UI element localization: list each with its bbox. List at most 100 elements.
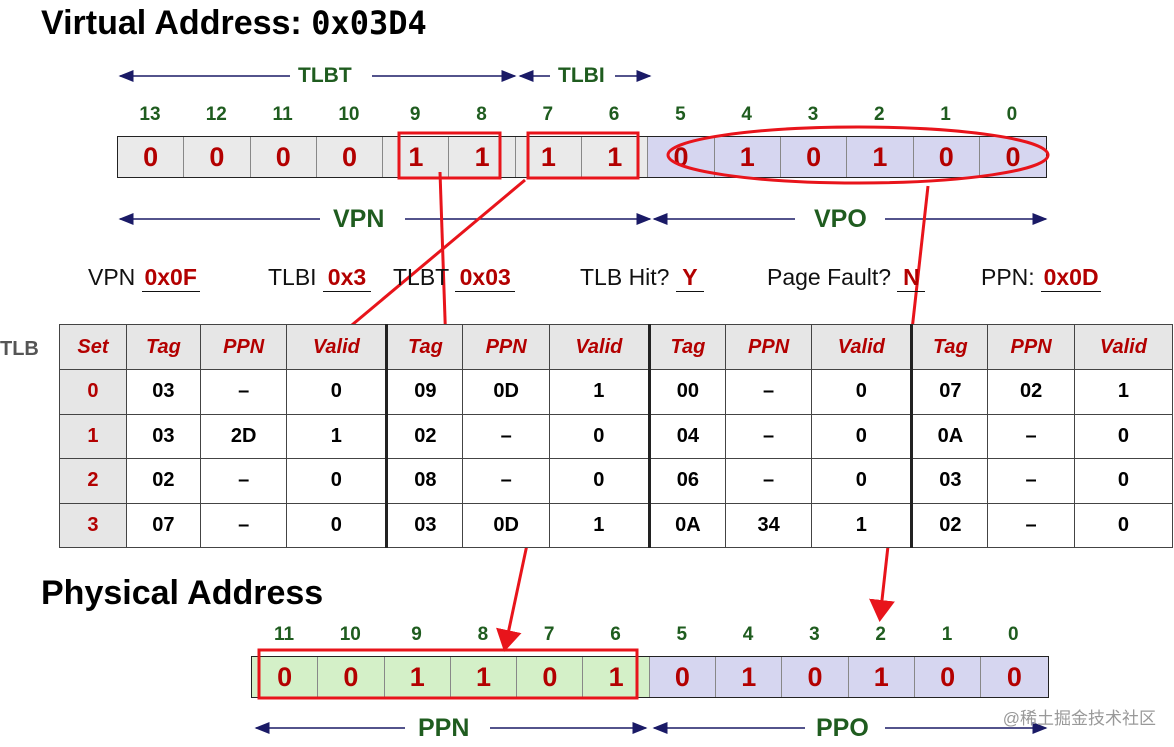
- tlb-cell: 0A: [910, 413, 989, 459]
- virtual-bit-cell: 1: [847, 137, 914, 177]
- virtual-bit-cell: 0: [780, 137, 848, 177]
- field-page-fault-value: N: [897, 264, 926, 292]
- virtual-bit-index: 3: [807, 104, 819, 125]
- virtual-address-title: Virtual Address: 0x03D4: [41, 4, 427, 43]
- tlb-cell: 02: [125, 458, 201, 504]
- tlb-set-cell: 0: [59, 369, 127, 415]
- tlb-cell: 0: [811, 413, 913, 459]
- tlb-header-cell: PPN: [724, 324, 813, 370]
- virtual-bit-cell: 0: [913, 137, 980, 177]
- tlb-cell: –: [724, 369, 813, 415]
- tlb-cell: 0: [811, 369, 913, 415]
- virtual-bit-cell: 1: [449, 137, 516, 177]
- virtual-bit-index: 9: [409, 104, 421, 125]
- field-tlbt: TLBT 0x03: [393, 264, 516, 292]
- physical-address-title: Physical Address: [41, 574, 324, 612]
- physical-bit-index: 1: [941, 624, 953, 645]
- ppn-to-physical-arrow: [496, 539, 530, 652]
- field-tlbi-value: 0x3: [322, 264, 371, 292]
- tlb-header-cell: Tag: [125, 324, 201, 370]
- tlb-cell: 0A: [647, 502, 726, 548]
- tlb-cell: 1: [548, 369, 650, 415]
- field-tlbt-value: 0x03: [455, 264, 516, 292]
- virtual-bit-index: 1: [940, 104, 951, 125]
- field-tlbi-label: TLBI: [268, 264, 317, 290]
- tlbt-label: TLBT: [290, 64, 360, 88]
- tlb-cell: –: [724, 458, 813, 504]
- physical-bit-index: 7: [543, 624, 555, 645]
- tlb-set-cell: 2: [59, 458, 127, 504]
- field-page-fault: Page Fault? N: [767, 264, 926, 292]
- tlb-cell: 0: [548, 458, 650, 504]
- tlbi-label: TLBI: [550, 64, 613, 88]
- virtual-bit-cell: 0: [118, 137, 185, 177]
- watermark: @稀土掘金技术社区: [1002, 709, 1156, 728]
- field-tlb-hit-value: Y: [675, 264, 704, 292]
- tlb-cell: 1: [811, 502, 913, 548]
- tlb-header-cell: Valid: [811, 324, 913, 370]
- tlb-cell: 2D: [199, 413, 288, 459]
- tlb-cell: 02: [910, 502, 989, 548]
- virtual-bit-index: 8: [476, 104, 487, 125]
- tlb-cell: 0: [811, 458, 913, 504]
- physical-ppn-highlight-box: [257, 648, 639, 700]
- virtual-bit-cell: 0: [316, 137, 384, 177]
- tlb-cell: –: [724, 413, 813, 459]
- tlb-side-label: TLB: [0, 338, 39, 360]
- virtual-bit-index: 6: [608, 104, 620, 125]
- tlb-cell: –: [462, 458, 550, 504]
- field-vpn-label: VPN: [88, 264, 136, 290]
- tlb-cell: –: [987, 413, 1075, 459]
- tlb-cell: 06: [647, 458, 726, 504]
- tlb-cell: 0: [548, 413, 650, 459]
- ppn-label: PPN: [410, 714, 478, 743]
- tlb-cell: 0D: [462, 369, 550, 415]
- field-tlb-hit-label: TLB Hit?: [580, 264, 670, 290]
- tlb-header-cell: Set: [59, 324, 127, 370]
- tlb-header-cell: Tag: [647, 324, 726, 370]
- tlb-cell: 0: [1073, 413, 1174, 459]
- tlb-cell: 0: [1073, 458, 1174, 504]
- virtual-bit-index: 11: [272, 104, 293, 125]
- field-tlb-hit: TLB Hit? Y: [580, 264, 704, 292]
- tlb-cell: 03: [910, 458, 989, 504]
- tlb-cell: –: [987, 458, 1075, 504]
- virtual-bit-index: 2: [874, 104, 885, 125]
- tlb-set-cell: 3: [59, 502, 127, 548]
- ppo-label: PPO: [808, 714, 877, 743]
- tlb-cell: –: [199, 458, 288, 504]
- tlb-cell: 07: [910, 369, 989, 415]
- physical-bit-index: 9: [411, 624, 422, 645]
- tlb-cell: 03: [125, 369, 201, 415]
- physical-bit-cell: 0: [981, 657, 1048, 697]
- virtual-bit-cell: 0: [184, 137, 251, 177]
- field-page-fault-label: Page Fault?: [767, 264, 892, 290]
- virtual-bit-index: 0: [1006, 104, 1018, 125]
- physical-bit-cell: 0: [252, 657, 319, 697]
- tlb-header-cell: Tag: [385, 324, 464, 370]
- physical-bit-cell: 0: [318, 657, 385, 697]
- physical-bit-index: 10: [339, 624, 361, 645]
- tlb-cell: 0: [286, 458, 388, 504]
- tlbi-highlight-box: [526, 131, 640, 180]
- tlb-cell: 0D: [462, 502, 550, 548]
- virtual-bit-cell: 0: [250, 137, 317, 177]
- physical-bit-cell: 0: [649, 657, 717, 697]
- vpn-label: VPN: [325, 205, 393, 234]
- virtual-bit-index: 10: [338, 104, 360, 125]
- physical-bit-index: 8: [477, 624, 489, 645]
- tlb-cell: 0: [286, 369, 388, 415]
- tlbt-highlight-box: [397, 131, 502, 180]
- physical-bit-cell: 1: [384, 657, 451, 697]
- virtual-address-title-prefix: Virtual Address:: [41, 4, 312, 42]
- physical-bit-cell: 1: [450, 657, 518, 697]
- tlb-cell: 07: [125, 502, 201, 548]
- physical-bit-index: 4: [742, 624, 754, 645]
- physical-bit-index: 5: [676, 624, 688, 645]
- tlb-cell: 03: [125, 413, 201, 459]
- tlb-header-cell: Valid: [286, 324, 388, 370]
- tlb-header-cell: Valid: [1073, 324, 1174, 370]
